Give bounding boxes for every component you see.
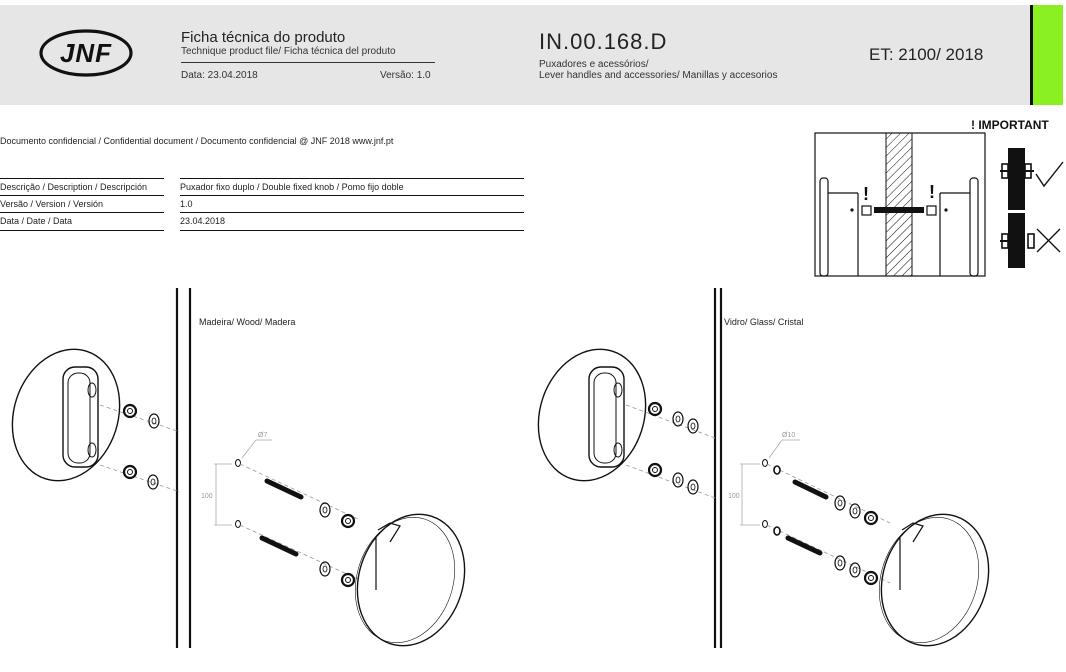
important-diagram: ! ! bbox=[814, 132, 1064, 277]
glass-spacing: 100 bbox=[728, 493, 740, 500]
accent-bar bbox=[1030, 5, 1063, 105]
table-rule bbox=[180, 212, 524, 213]
info-value-version: 1.0 bbox=[180, 199, 193, 209]
sheet-title: Ficha técnica do produto bbox=[181, 29, 346, 46]
confidential-note: Documento confidencial / Confidential do… bbox=[0, 136, 394, 146]
info-label-description: Descrição / Description / Descripción bbox=[0, 182, 148, 192]
table-rule bbox=[180, 178, 524, 179]
logo-text: JNF bbox=[60, 38, 112, 68]
checkmark-icon bbox=[1035, 161, 1064, 188]
sheet-version: Versão: 1.0 bbox=[380, 70, 431, 81]
header-divider bbox=[181, 62, 435, 63]
assembly-drawings: Madeira/ Wood/ Madera Ø7 100 bbox=[11, 288, 990, 648]
sheet-subtitle: Technique product file/ Ficha técnica de… bbox=[181, 46, 396, 57]
incorrect-fit-icon bbox=[1000, 213, 1035, 268]
category-line-1: Puxadores e acessórios/ bbox=[539, 59, 649, 70]
header-band bbox=[0, 5, 1030, 105]
category-line-2: Lever handles and accessories/ Manillas … bbox=[539, 70, 778, 81]
right-pull-handle bbox=[969, 177, 979, 277]
table-rule bbox=[0, 178, 164, 179]
glass-hole-diameter: Ø10 bbox=[782, 432, 795, 439]
sheet-date: Data: 23.04.2018 bbox=[181, 70, 258, 81]
wood-assembly-drawing: Madeira/ Wood/ Madera Ø7 100 bbox=[11, 288, 466, 648]
important-title: ! IMPORTANT bbox=[971, 118, 1049, 132]
through-bolt bbox=[874, 207, 924, 213]
table-rule bbox=[0, 212, 164, 213]
et-reference: ET: 2100/ 2018 bbox=[869, 45, 984, 64]
wood-hole-diameter: Ø7 bbox=[258, 432, 267, 439]
info-value-description: Puxador fixo duplo / Double fixed knob /… bbox=[180, 182, 404, 192]
correct-fit-icon bbox=[1000, 148, 1034, 210]
table-rule bbox=[180, 230, 524, 231]
jnf-logo: JNF bbox=[39, 29, 133, 77]
product-code: IN.00.168.D bbox=[539, 29, 668, 54]
left-pull-handle bbox=[819, 177, 829, 277]
table-rule bbox=[0, 195, 164, 196]
table-rule bbox=[0, 230, 164, 231]
info-label-date: Data / Date / Data bbox=[0, 216, 73, 226]
cross-icon bbox=[1036, 228, 1061, 253]
wood-spacing: 100 bbox=[201, 493, 213, 500]
warning-mark-right: ! bbox=[929, 182, 935, 202]
table-rule bbox=[180, 195, 524, 196]
glass-assembly-drawing: Vidro/ Glass/ Cristal Ø10 100 bbox=[537, 288, 990, 648]
wood-label: Madeira/ Wood/ Madera bbox=[199, 317, 295, 327]
glass-label: Vidro/ Glass/ Cristal bbox=[724, 317, 803, 327]
info-value-date: 23.04.2018 bbox=[180, 216, 226, 226]
door-section bbox=[885, 132, 913, 277]
warning-mark-left: ! bbox=[863, 184, 869, 204]
info-label-version: Versão / Version / Versión bbox=[0, 199, 104, 209]
